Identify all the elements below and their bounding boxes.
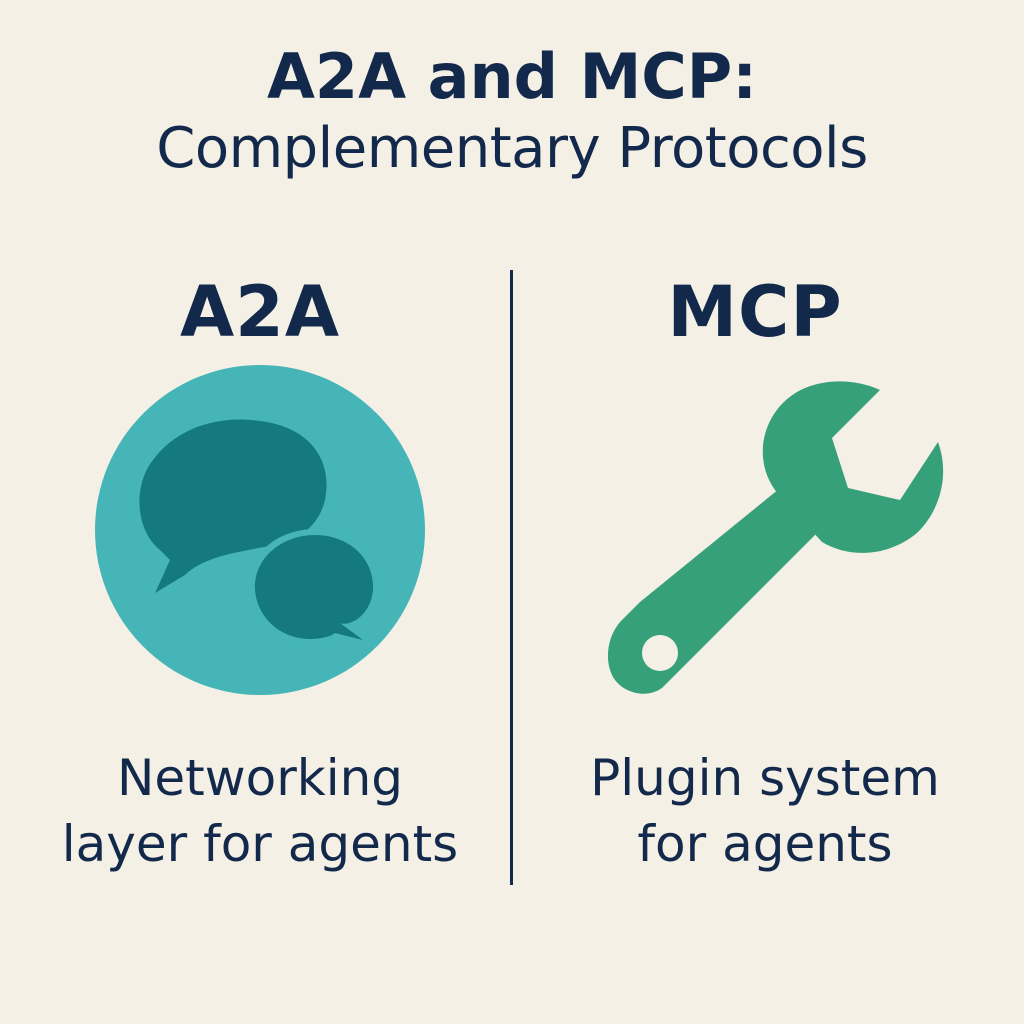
a2a-caption: Networking layer for agents [20,745,500,877]
mcp-caption-line-2: for agents [637,815,893,873]
column-divider [510,270,513,885]
wrench-icon [607,381,944,694]
mcp-caption-line-1: Plugin system [590,749,940,807]
a2a-heading: A2A [179,271,341,353]
a2a-caption-line-1: Networking [116,749,404,807]
mcp-caption: Plugin system for agents [525,745,1005,877]
wrench-hole [642,635,678,671]
chat-bubbles-icon [95,365,425,695]
title-line-2: Complementary Protocols [156,116,868,181]
page-title: A2A and MCP: Complementary Protocols [0,40,1024,184]
title-line-1: A2A and MCP: [266,40,758,113]
mcp-heading: MCP [667,271,843,353]
wrench-head [762,381,944,553]
a2a-caption-line-2: layer for agents [61,815,459,873]
large-speech-bubble [139,419,327,593]
small-speech-bubble [254,535,374,640]
